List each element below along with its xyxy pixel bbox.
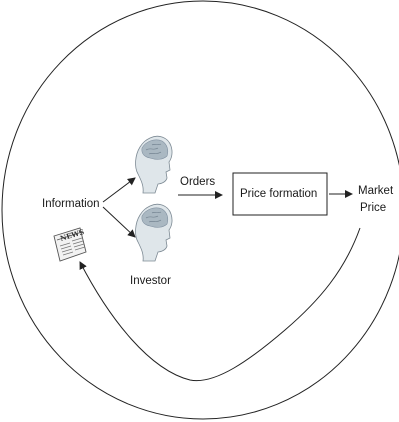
market-price-label-line2: Price — [360, 202, 387, 214]
price-formation-box — [232, 172, 328, 216]
orders-label: Orders — [180, 176, 216, 188]
investor-head-icon-lower — [135, 203, 173, 262]
price-formation-label: Price formation — [240, 188, 318, 200]
investor-head-icon-upper — [135, 135, 173, 194]
investor-label: Investor — [130, 275, 171, 287]
arrow-information-to-lower-investor — [102, 206, 136, 238]
feedback-arrow-market-price-to-information — [79, 227, 361, 382]
information-label: Information — [42, 198, 100, 210]
arrow-information-to-upper-investor — [102, 177, 136, 203]
market-price-label-line1: Market — [358, 185, 394, 197]
newspaper-icon: NEWS — [53, 227, 87, 262]
